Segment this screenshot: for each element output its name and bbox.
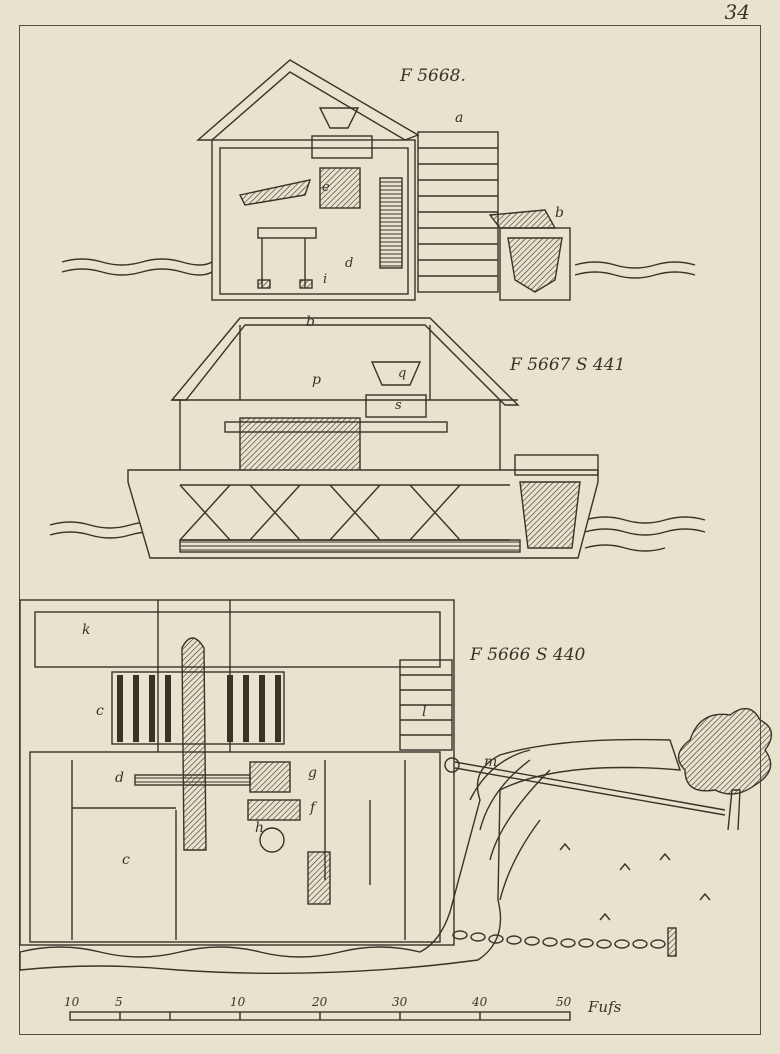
scale-tick-4: 30 xyxy=(392,995,408,1009)
part-label-c-lower: c xyxy=(122,852,130,868)
scale-tick-5: 40 xyxy=(472,995,488,1009)
part-label-d: d xyxy=(345,256,354,271)
part-label-d-plan: d xyxy=(115,770,124,786)
part-label-a: a xyxy=(455,110,464,126)
part-label-s: s xyxy=(395,398,402,413)
scale-tick-2: 10 xyxy=(230,995,246,1009)
figure-caption-5667: F 5667 S 441 xyxy=(510,355,626,375)
scale-tick-3: 20 xyxy=(312,995,328,1009)
part-label-g: g xyxy=(308,765,317,781)
scale-bar xyxy=(69,1011,571,1021)
figure-5666-drawing xyxy=(19,599,773,975)
part-label-m: m xyxy=(484,754,498,770)
part-label-b-ship: b xyxy=(306,314,315,330)
part-label-f: f xyxy=(310,800,316,816)
part-label-h: h xyxy=(255,820,265,836)
figure-5668-drawing xyxy=(61,59,696,301)
plate-border xyxy=(19,25,761,1035)
figure-caption-5666: F 5666 S 440 xyxy=(470,645,586,665)
scale-tick-6: 50 xyxy=(556,995,572,1009)
part-label-l: l xyxy=(422,704,427,720)
page-number: 34 xyxy=(724,0,750,24)
part-label-k: k xyxy=(82,622,91,638)
part-label-i: i xyxy=(323,272,328,287)
scale-tick-0: 10 xyxy=(64,995,80,1009)
figure-5667-drawing xyxy=(49,317,706,559)
scale-unit-label: Fufs xyxy=(588,998,622,1016)
part-label-c: c xyxy=(96,703,104,719)
part-label-p: p xyxy=(312,372,321,388)
figure-caption-5668: F 5668. xyxy=(400,66,466,86)
part-label-b: b xyxy=(555,205,564,221)
part-label-e: e xyxy=(322,180,330,195)
scale-tick-1: 5 xyxy=(115,995,123,1009)
part-label-q: q xyxy=(398,366,407,381)
